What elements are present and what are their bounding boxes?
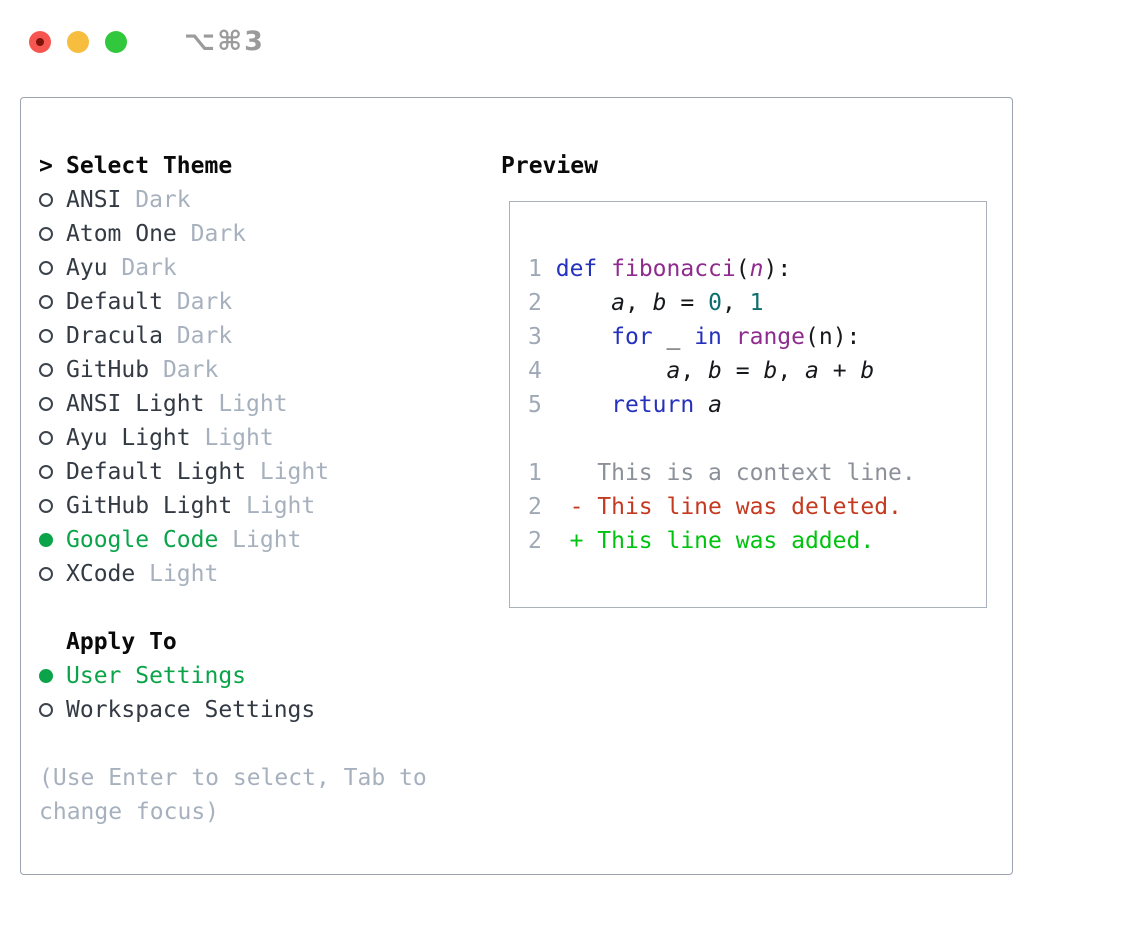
preview-line — [528, 422, 986, 456]
option-variant-tag: Light — [246, 493, 316, 519]
preview-title: Preview — [501, 153, 598, 179]
spacer — [39, 591, 501, 625]
preview-line: 5 return a — [528, 392, 722, 418]
option-label: GitHub — [66, 357, 150, 383]
radio-icon — [39, 431, 53, 445]
apply-option-user-settings[interactable]: User Settings — [39, 659, 501, 693]
apply-to-title: Apply To — [66, 629, 177, 655]
zoom-button[interactable] — [105, 30, 127, 53]
theme-option-atom-one[interactable]: Atom One Dark — [39, 217, 501, 251]
option-label: GitHub Light — [66, 493, 233, 519]
theme-option-ansi[interactable]: ANSI Dark — [39, 183, 501, 217]
option-variant-tag: Light — [218, 391, 288, 417]
window-titlebar: ⌥⌘3 — [29, 26, 265, 57]
preview-line: 3 for _ in range(n): — [528, 324, 861, 350]
theme-option-default-light[interactable]: Default Light Light — [39, 455, 501, 489]
close-button[interactable] — [29, 30, 51, 53]
theme-option-ayu-light[interactable]: Ayu Light Light — [39, 421, 501, 455]
minimize-button[interactable] — [67, 30, 89, 53]
option-label: Dracula — [66, 323, 163, 349]
radio-icon — [39, 295, 53, 309]
keyboard-hint: (Use Enter to select, Tab to change focu… — [39, 765, 427, 825]
radio-icon — [39, 465, 53, 479]
option-variant-tag: Light — [259, 459, 330, 485]
select-theme-header: > Select Theme — [39, 149, 501, 183]
theme-option-github-light[interactable]: GitHub Light Light — [39, 489, 501, 523]
selected-radio-icon — [39, 669, 53, 683]
window-title: ⌥⌘3 — [184, 26, 265, 57]
option-label: Workspace Settings — [66, 697, 316, 723]
option-label: User Settings — [66, 663, 247, 689]
option-variant-tag: Dark — [190, 221, 247, 247]
theme-option-dracula[interactable]: Dracula Dark — [39, 319, 501, 353]
option-variant-tag: Light — [204, 425, 274, 451]
radio-icon — [39, 703, 53, 717]
preview-header: Preview — [501, 149, 1002, 183]
theme-option-ansi-light[interactable]: ANSI Light Light — [39, 387, 501, 421]
selected-radio-icon — [39, 533, 53, 547]
preview-column: Preview 1 def fibonacci(n): 2 a, b = 0, 1… — [501, 149, 1002, 874]
preview-line: 1 def fibonacci(n): — [528, 256, 792, 282]
preview-line: 1 This is a context line. — [528, 460, 916, 486]
unsaved-changes-dot — [36, 37, 44, 46]
option-label: ANSI Light — [66, 391, 205, 417]
option-label: Ayu Light — [66, 425, 191, 451]
spacer — [39, 727, 501, 761]
option-label: XCode — [66, 561, 136, 587]
radio-icon — [39, 227, 53, 241]
option-label: Ayu — [66, 255, 108, 281]
theme-option-xcode[interactable]: XCode Light — [39, 557, 501, 591]
select-theme-title: Select Theme — [66, 153, 233, 179]
option-variant-tag: Light — [149, 561, 219, 587]
preview-line: 2 - This line was deleted. — [528, 494, 902, 520]
radio-icon — [39, 329, 53, 343]
option-label: Default Light — [66, 459, 247, 485]
theme-option-google-code[interactable]: Google Code Light — [39, 523, 501, 557]
option-label: Google Code — [66, 527, 219, 553]
radio-icon — [39, 193, 53, 207]
preview-box: 1 def fibonacci(n): 2 a, b = 0, 1 3 for _ … — [509, 201, 987, 608]
radio-icon — [39, 499, 53, 513]
theme-option-github[interactable]: GitHub Dark — [39, 353, 501, 387]
radio-icon — [39, 397, 53, 411]
option-variant-tag: Dark — [135, 187, 191, 213]
option-variant-tag: Dark — [176, 289, 233, 315]
prompt-caret-icon: > — [39, 153, 53, 179]
option-label: Default — [66, 289, 163, 315]
option-variant-tag: Dark — [121, 255, 177, 281]
apply-to-header: Apply To — [39, 625, 501, 659]
option-label: Atom One — [66, 221, 177, 247]
preview-line: 2 + This line was added. — [528, 528, 875, 554]
radio-icon — [39, 261, 53, 275]
theme-option-ayu[interactable]: Ayu Dark — [39, 251, 501, 285]
option-variant-tag: Dark — [162, 357, 219, 383]
radio-icon — [39, 363, 53, 377]
apply-option-workspace-settings[interactable]: Workspace Settings — [39, 693, 501, 727]
theme-option-default[interactable]: Default Dark — [39, 285, 501, 319]
preview-line: 4 a, b = b, a + b — [528, 358, 875, 384]
preview-line: 2 a, b = 0, 1 — [528, 290, 764, 316]
radio-icon — [39, 567, 53, 581]
option-variant-tag: Light — [232, 527, 302, 553]
option-label: ANSI — [66, 187, 122, 213]
option-variant-tag: Dark — [176, 323, 233, 349]
code-preview: 1 def fibonacci(n): 2 a, b = 0, 1 3 for _ … — [528, 252, 986, 558]
